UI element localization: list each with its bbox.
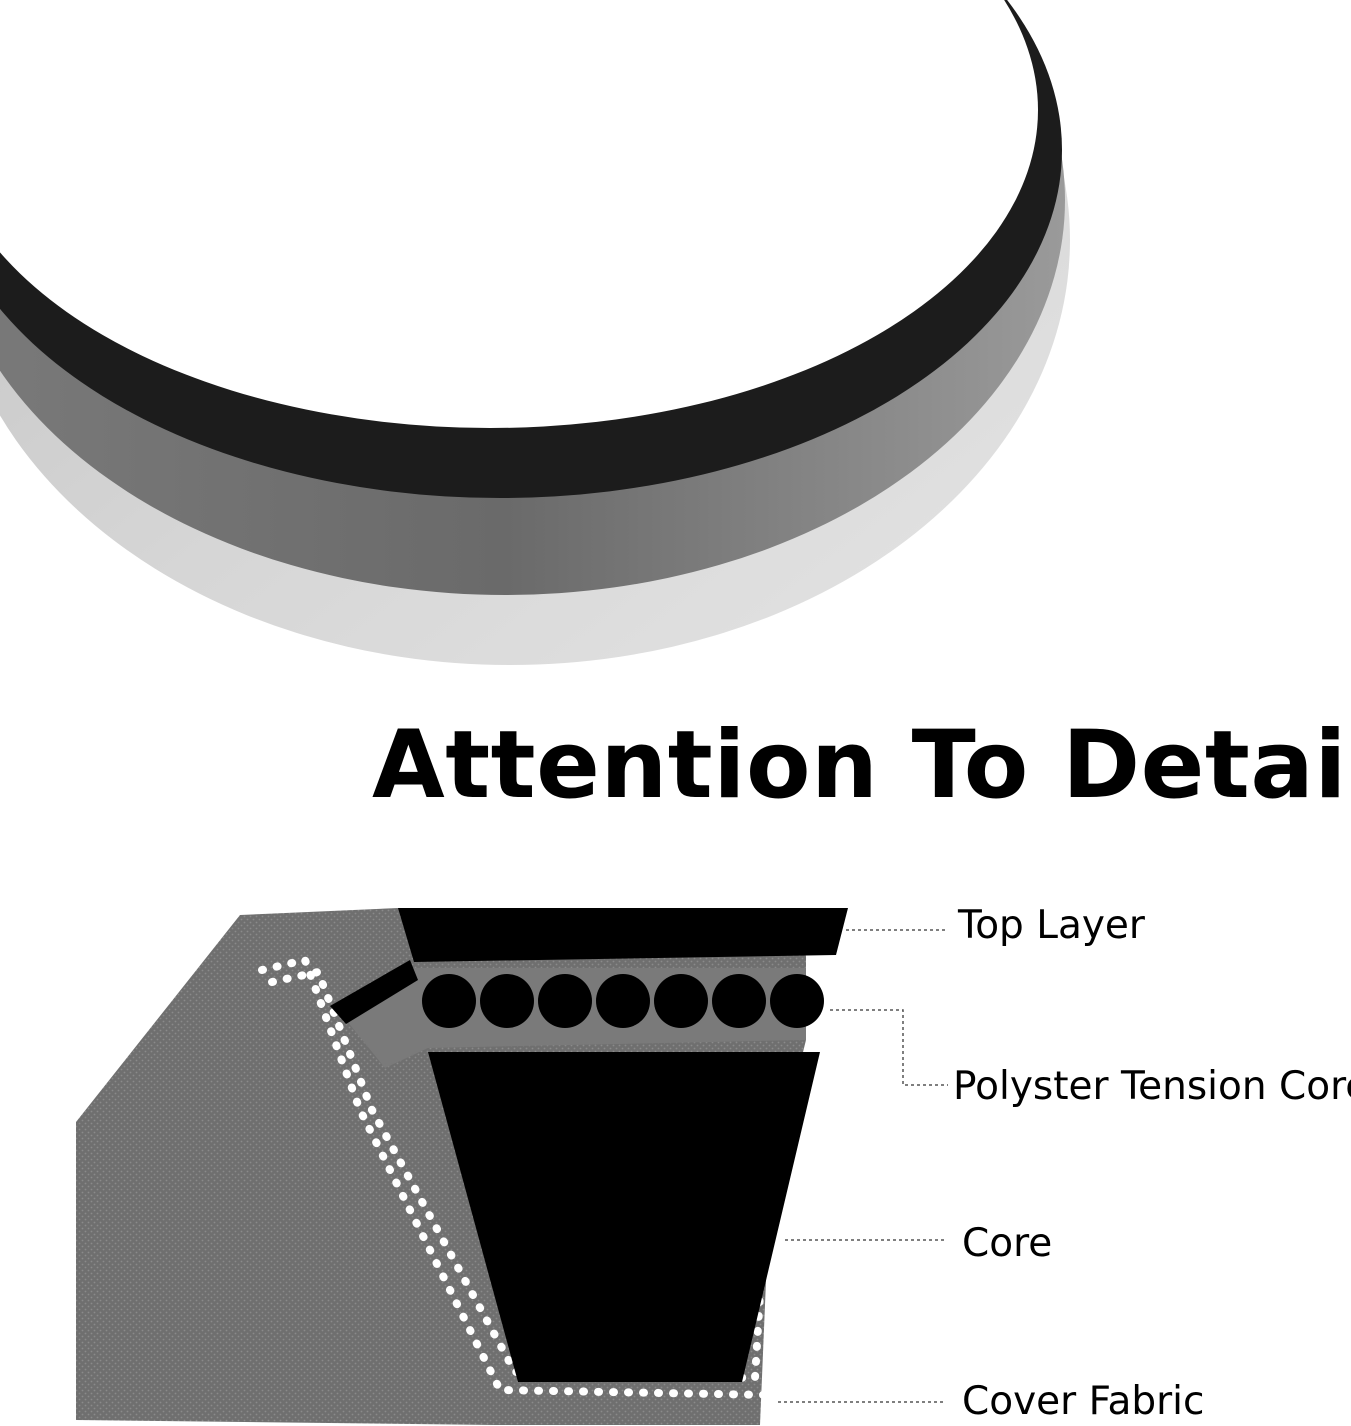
label-cover-fabric: Cover Fabric <box>962 1379 1205 1424</box>
tension-cord <box>480 974 534 1028</box>
tension-cord <box>538 974 592 1028</box>
label-core: Core <box>962 1221 1053 1266</box>
fabric-stitch-inner <box>268 967 769 1383</box>
tension-cord <box>770 974 824 1028</box>
leader-line-tension-core <box>830 1009 948 1086</box>
v-belt-ring <box>0 0 1070 665</box>
fabric-stitch-outer <box>258 955 782 1400</box>
label-top-layer: Top Layer <box>958 903 1145 948</box>
top-layer-lip <box>330 960 418 1024</box>
tension-cord <box>654 974 708 1028</box>
tension-cord <box>596 974 650 1028</box>
leader-lines <box>778 929 948 1403</box>
belt-cross-section <box>76 908 848 1425</box>
core-shape <box>428 1052 820 1382</box>
tension-cord <box>422 974 476 1028</box>
label-tension-core: Polyster Tension Core <box>953 1064 1351 1109</box>
tension-cord <box>712 974 766 1028</box>
belt-center-hole <box>0 0 1038 428</box>
top-layer-shape <box>398 908 848 962</box>
page-title: Attention To Detail <box>372 711 1351 820</box>
tension-cords <box>422 974 824 1028</box>
